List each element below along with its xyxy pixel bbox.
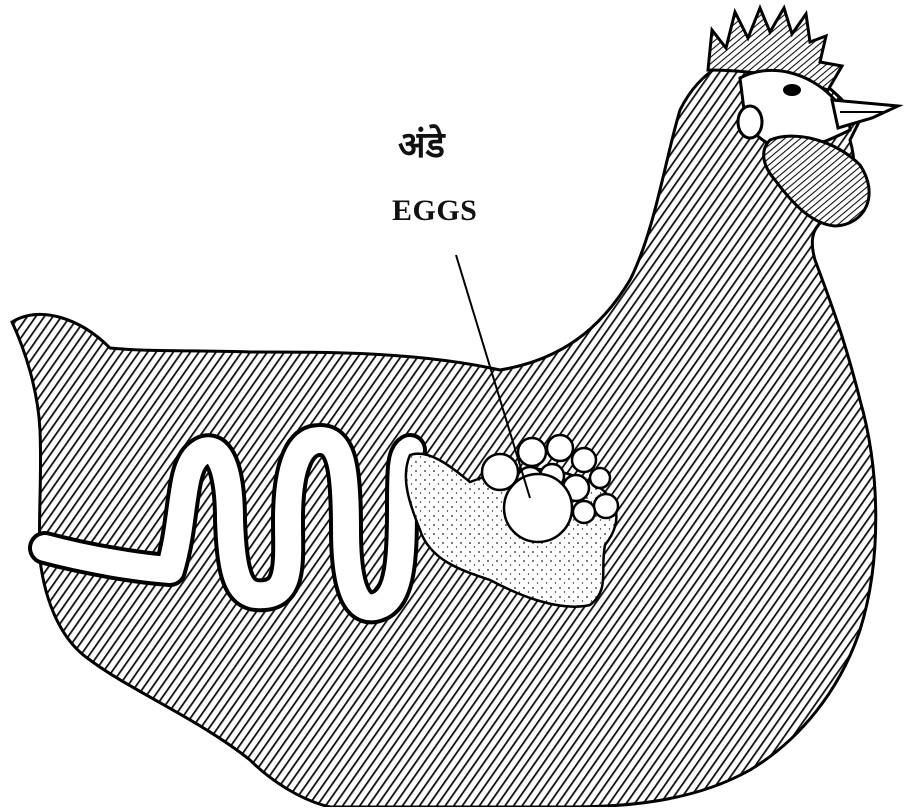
beak bbox=[832, 100, 898, 128]
ear-lobe bbox=[738, 106, 762, 138]
eggs-label-hindi: अंडे bbox=[398, 128, 445, 164]
eye bbox=[783, 84, 801, 96]
eggs-label-english: EGGS bbox=[392, 196, 477, 226]
hen-body bbox=[12, 56, 876, 807]
